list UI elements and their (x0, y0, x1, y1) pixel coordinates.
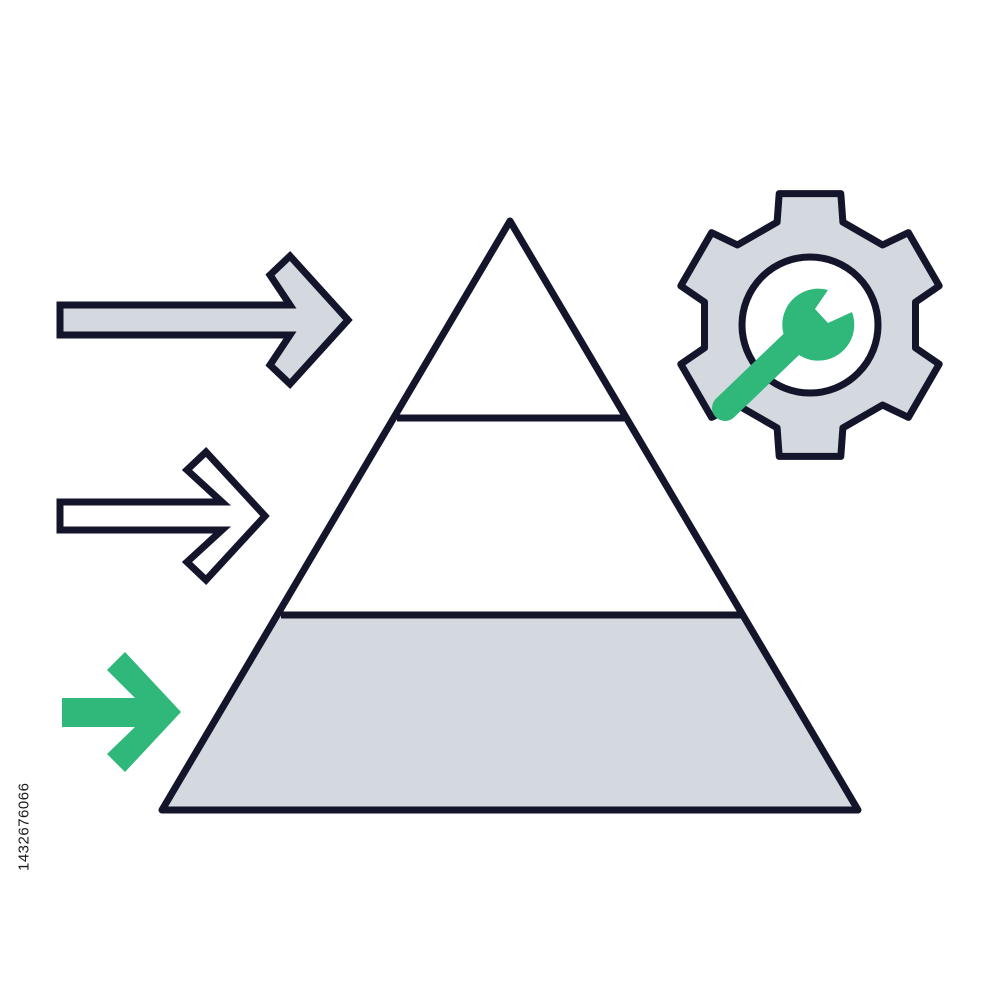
pyramid-outline (158, 217, 862, 814)
pyramid-middle-tier (281, 418, 741, 615)
arrow-top-icon (56, 250, 353, 390)
pyramid-bottom-tier (162, 615, 858, 810)
pyramid-top-tier (397, 221, 624, 418)
arrow-middle-icon (56, 447, 270, 585)
pyramid-icon (158, 217, 862, 814)
wrench-icon (712, 288, 855, 421)
arrow-bottom-icon (62, 652, 181, 772)
stock-id-label: 1432676066 (15, 782, 33, 872)
